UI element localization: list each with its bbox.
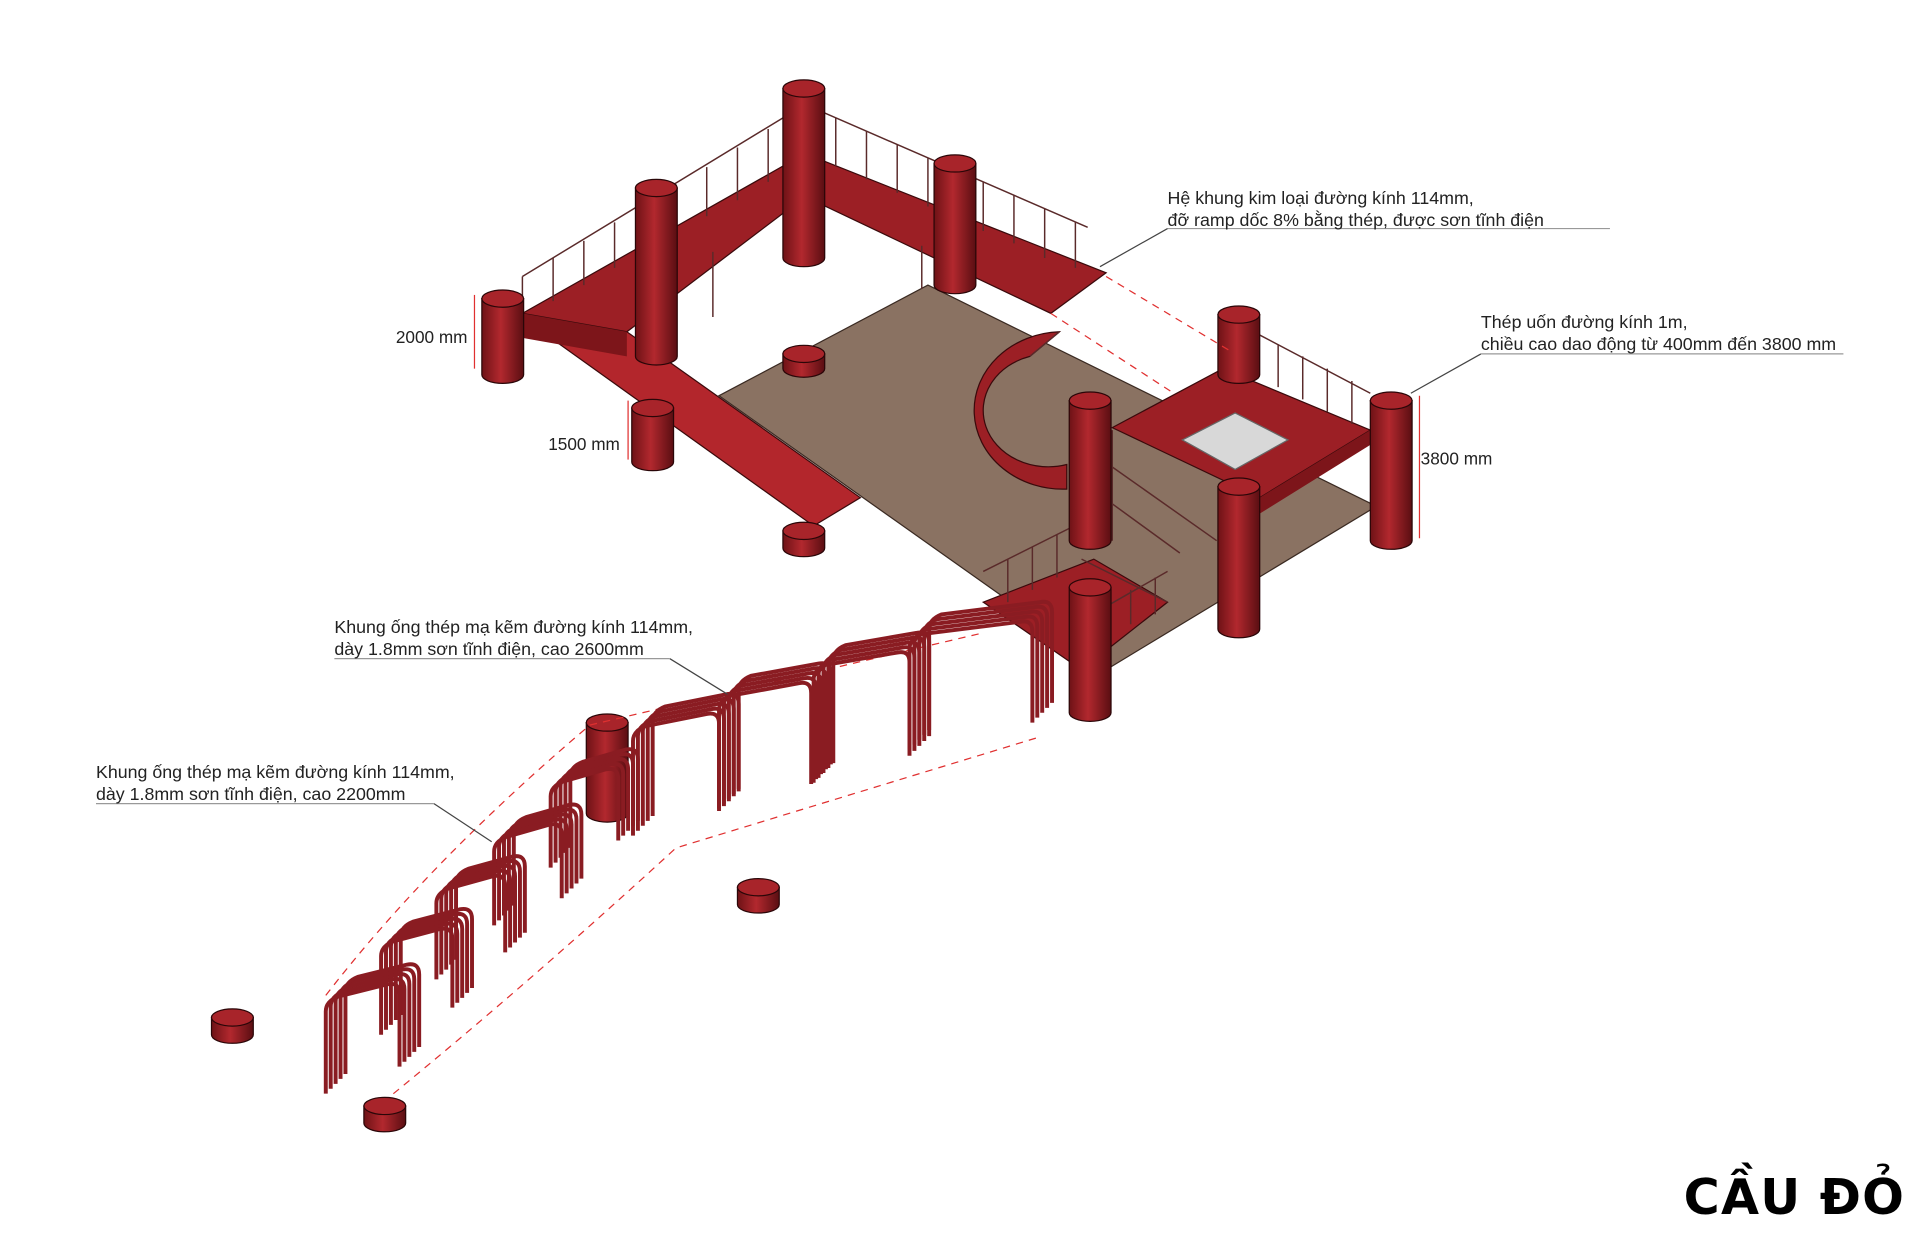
c-shaped-bent-steel xyxy=(973,331,1068,490)
tube-frame xyxy=(379,907,474,1035)
note-frame-system: Hệ khung kim loại đường kính 114mm,đỡ ra… xyxy=(1168,188,1544,230)
tube-frame xyxy=(492,802,584,926)
column-cylinder xyxy=(782,79,826,268)
column-cylinder xyxy=(363,1096,407,1133)
column-cylinder xyxy=(782,344,826,378)
column-cylinder xyxy=(1217,477,1261,639)
note-tube-frame-2200: Khung ống thép mạ kẽm đường kính 114mm,d… xyxy=(96,762,455,804)
tube-frame xyxy=(907,599,1055,750)
column-cylinder xyxy=(634,178,678,366)
leader-lines xyxy=(95,227,1844,843)
note-tube-frame-2600: Khung ống thép mạ kẽm đường kính 114mm,d… xyxy=(334,617,693,659)
columns xyxy=(210,79,1413,1133)
skylight-grid xyxy=(1180,412,1290,471)
column-cylinder xyxy=(736,878,780,914)
tube-frames xyxy=(323,599,1055,1094)
column-cylinder xyxy=(1068,578,1112,722)
dashed-guides xyxy=(325,275,1230,1095)
dimension-1500: 1500 mm xyxy=(548,434,620,454)
column-cylinder xyxy=(481,289,525,385)
note-bent-steel: Thép uốn đường kính 1m,chiều cao dao độn… xyxy=(1481,312,1836,354)
dimension-3800: 3800 mm xyxy=(1421,449,1493,469)
column-cylinder xyxy=(210,1008,254,1044)
dimension-2000: 2000 mm xyxy=(396,327,468,347)
tube-frame xyxy=(323,962,422,1094)
column-cylinder xyxy=(1068,391,1112,550)
project-title: CẦU ĐỎ xyxy=(1684,1161,1905,1226)
column-cylinder xyxy=(933,154,977,295)
tube-frame xyxy=(434,854,527,980)
column-cylinder xyxy=(631,398,675,472)
column-cylinder xyxy=(782,521,826,558)
dimension-markers xyxy=(473,294,1421,539)
column-cylinder xyxy=(1217,305,1261,385)
column-cylinder xyxy=(1369,391,1413,550)
